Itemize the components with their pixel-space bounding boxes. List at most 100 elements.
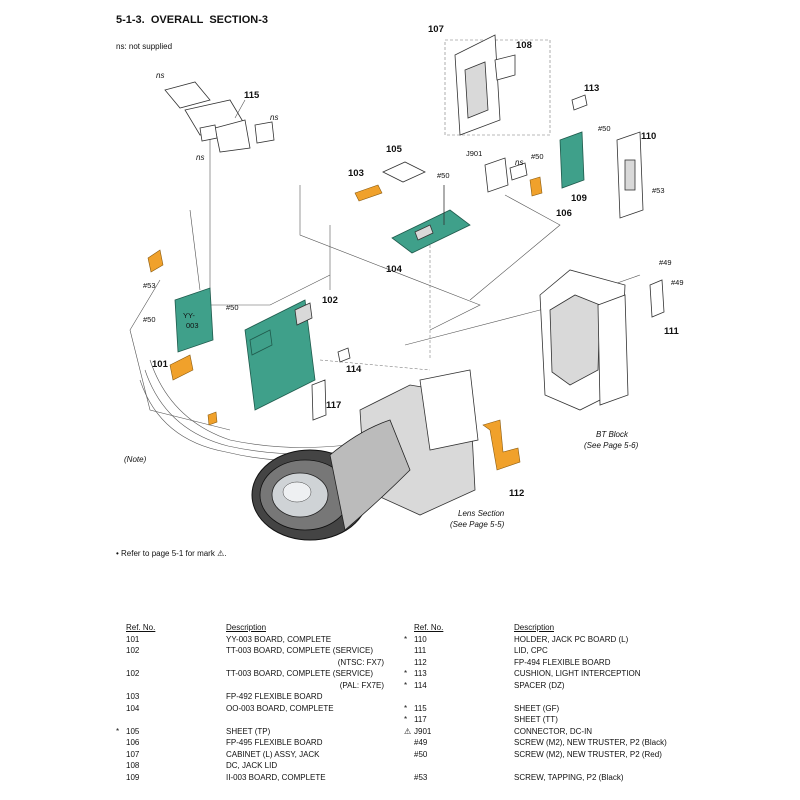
screw-53-label: #53 (652, 186, 665, 195)
description-header: Description (514, 623, 555, 632)
row-ref: 109 (126, 772, 140, 782)
row-description: FP-492 FLEXIBLE BOARD (226, 692, 323, 701)
row-description: SPACER (DZ) (514, 680, 565, 690)
callout-103: 103 (348, 168, 364, 179)
row-ref: #49 (414, 738, 428, 747)
row-ref: 117 (414, 715, 427, 724)
table-header: Ref. No. Description (404, 622, 694, 634)
part-115-sheet (164, 81, 275, 153)
flex-piece-top (147, 249, 164, 273)
callout-104: 104 (386, 264, 403, 275)
row-description: LID, CPC (514, 646, 548, 655)
board-label-003: 003 (186, 321, 199, 330)
row-mark (404, 772, 414, 784)
callout-109: 109 (571, 193, 587, 204)
row-mark: * (404, 680, 408, 690)
row-mark (116, 737, 126, 749)
row-mark (116, 668, 126, 680)
row-ref (414, 691, 444, 703)
row-mark (116, 657, 126, 669)
row-description: SCREW, TAPPING, P2 (Black) (514, 772, 624, 782)
table-row: * 117 SHEET (TT) (404, 714, 694, 726)
part-101-flex (169, 354, 194, 381)
row-mark (404, 737, 414, 749)
row-description (444, 760, 694, 772)
table-row: #49 SCREW (M2), NEW TRUSTER, P2 (Black) (404, 737, 694, 749)
lens-section-ref: (See Page 5-5) (450, 520, 505, 529)
screw-50-label: #50 (598, 124, 611, 133)
row-mark (404, 749, 414, 761)
row-description: SCREW (M2), NEW TRUSTER, P2 (Black) (514, 738, 667, 747)
row-ref (126, 680, 156, 692)
callout-105: 105 (386, 144, 403, 155)
row-description: (PAL: FX7E) (339, 680, 384, 690)
callout-117: 117 (326, 400, 341, 411)
part-112-flex (482, 419, 521, 471)
part-102-board (244, 299, 316, 411)
row-description: FP-495 FLEXIBLE BOARD (226, 738, 323, 747)
row-ref (126, 657, 156, 669)
table-row: 106 FP-495 FLEXIBLE BOARD (116, 737, 386, 749)
row-mark (404, 657, 414, 669)
table-row: (PAL: FX7E) (116, 680, 386, 692)
row-mark (116, 749, 126, 761)
row-mark (116, 691, 126, 703)
screw-labels: #50 #50 #50 #50 #50 #53 #53 #49 #49 (143, 124, 684, 324)
ns-note: ns: not supplied (116, 42, 173, 51)
row-ref: 108 (126, 761, 140, 770)
description-header: Description (226, 623, 267, 632)
ns-label: ns (515, 158, 523, 167)
table-row: 103 FP-492 FLEXIBLE BOARD (116, 691, 386, 703)
callout-111: 111 (664, 326, 680, 337)
part-106-flex (529, 176, 543, 197)
callout-101: 101 (152, 359, 169, 370)
table-row: 109 II-003 BOARD, COMPLETE (116, 772, 386, 784)
row-mark: * (116, 726, 120, 736)
table-header: Ref. No. Description (116, 622, 386, 634)
screw-50-label: #50 (531, 152, 544, 161)
note-label: (Note) (124, 455, 147, 464)
row-description: SHEET (TP) (226, 726, 271, 736)
j901-label: J901 (466, 149, 482, 158)
bt-block-ref: (See Page 5-6) (584, 441, 639, 450)
guide-lines (129, 115, 641, 431)
part-105-sheet (382, 161, 426, 183)
row-ref: 101 (126, 634, 140, 644)
row-ref: 114 (414, 680, 427, 690)
row-ref: 112 (414, 657, 427, 667)
table-row (404, 760, 694, 772)
callout-114: 114 (346, 364, 362, 375)
row-ref: 102 (126, 646, 140, 655)
row-mark: * (404, 634, 408, 644)
row-mark: * (404, 715, 408, 724)
row-description: CONNECTOR, DC-IN (514, 726, 593, 736)
row-ref: 106 (126, 738, 140, 747)
screw-50-label: #50 (437, 171, 450, 180)
row-description: TT-003 BOARD, COMPLETE (SERVICE) (226, 646, 373, 655)
row-mark (116, 714, 126, 726)
callout-115: 115 (244, 90, 260, 101)
ref-no-header: Ref. No. (126, 623, 156, 632)
row-ref (126, 714, 156, 726)
row-description: SHEET (TT) (514, 715, 558, 724)
row-description: II-003 BOARD, COMPLETE (226, 772, 326, 782)
row-ref: 110 (414, 634, 427, 644)
row-ref (414, 760, 444, 772)
callout-106: 106 (556, 208, 572, 219)
row-description: TT-003 BOARD, COMPLETE (SERVICE) (226, 669, 373, 678)
row-ref: 103 (126, 692, 140, 701)
part-111-lid (649, 279, 665, 318)
ns-label: ns (156, 71, 164, 80)
row-description: CUSHION, LIGHT INTERCEPTION (514, 669, 641, 678)
part-117-sheet (311, 379, 327, 421)
row-mark: * (404, 669, 408, 678)
row-ref: 115 (414, 703, 427, 713)
row-description: SHEET (GF) (514, 703, 560, 713)
